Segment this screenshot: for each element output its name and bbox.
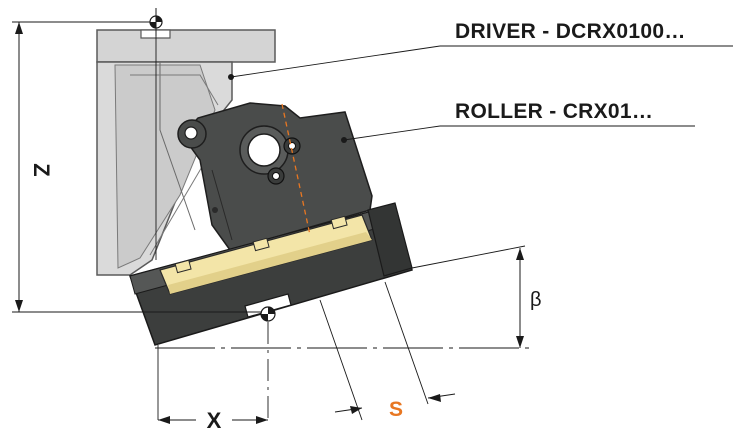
roller-bottom-notch: [244, 293, 292, 318]
roller-housing-detail: [211, 169, 233, 241]
roller-label: ROLLER - CRX01…: [455, 100, 653, 123]
x-label: X: [207, 408, 222, 432]
driver-edge-line-2: [130, 74, 219, 106]
z-label: Z: [29, 163, 54, 176]
roller-pad-tab-1: [174, 259, 192, 274]
roller-unit: [129, 102, 413, 346]
z-dimension: [12, 21, 262, 313]
roller-pad-tab-2: [252, 237, 270, 252]
driver-unit: [96, 29, 276, 276]
roller-callout: [341, 125, 695, 143]
driver-top-flange: [96, 29, 276, 63]
center-mark-bottom: [260, 306, 276, 322]
s-label: S: [389, 398, 403, 421]
driver-label: DRIVER - DCRX0100…: [455, 20, 686, 43]
roller-pin-lower-inner: [272, 172, 280, 180]
roller-lug-hole: [184, 126, 198, 140]
roller-pad-tab-3: [330, 215, 348, 230]
roller-bore-hole: [247, 133, 281, 167]
driver-edge-line-3: [149, 159, 207, 256]
driver-edge-line: [159, 62, 196, 231]
roller-detail-dot: [212, 207, 218, 213]
driver-callout: [228, 45, 733, 80]
roller-pad-shade: [168, 232, 372, 294]
x-dimension: [158, 416, 268, 424]
driver-inner-face: [114, 64, 216, 269]
beta-dimension: [155, 245, 535, 349]
roller-axis-dashed: [281, 103, 311, 236]
s-dimension: [319, 281, 456, 421]
beta-label: β: [530, 289, 542, 311]
